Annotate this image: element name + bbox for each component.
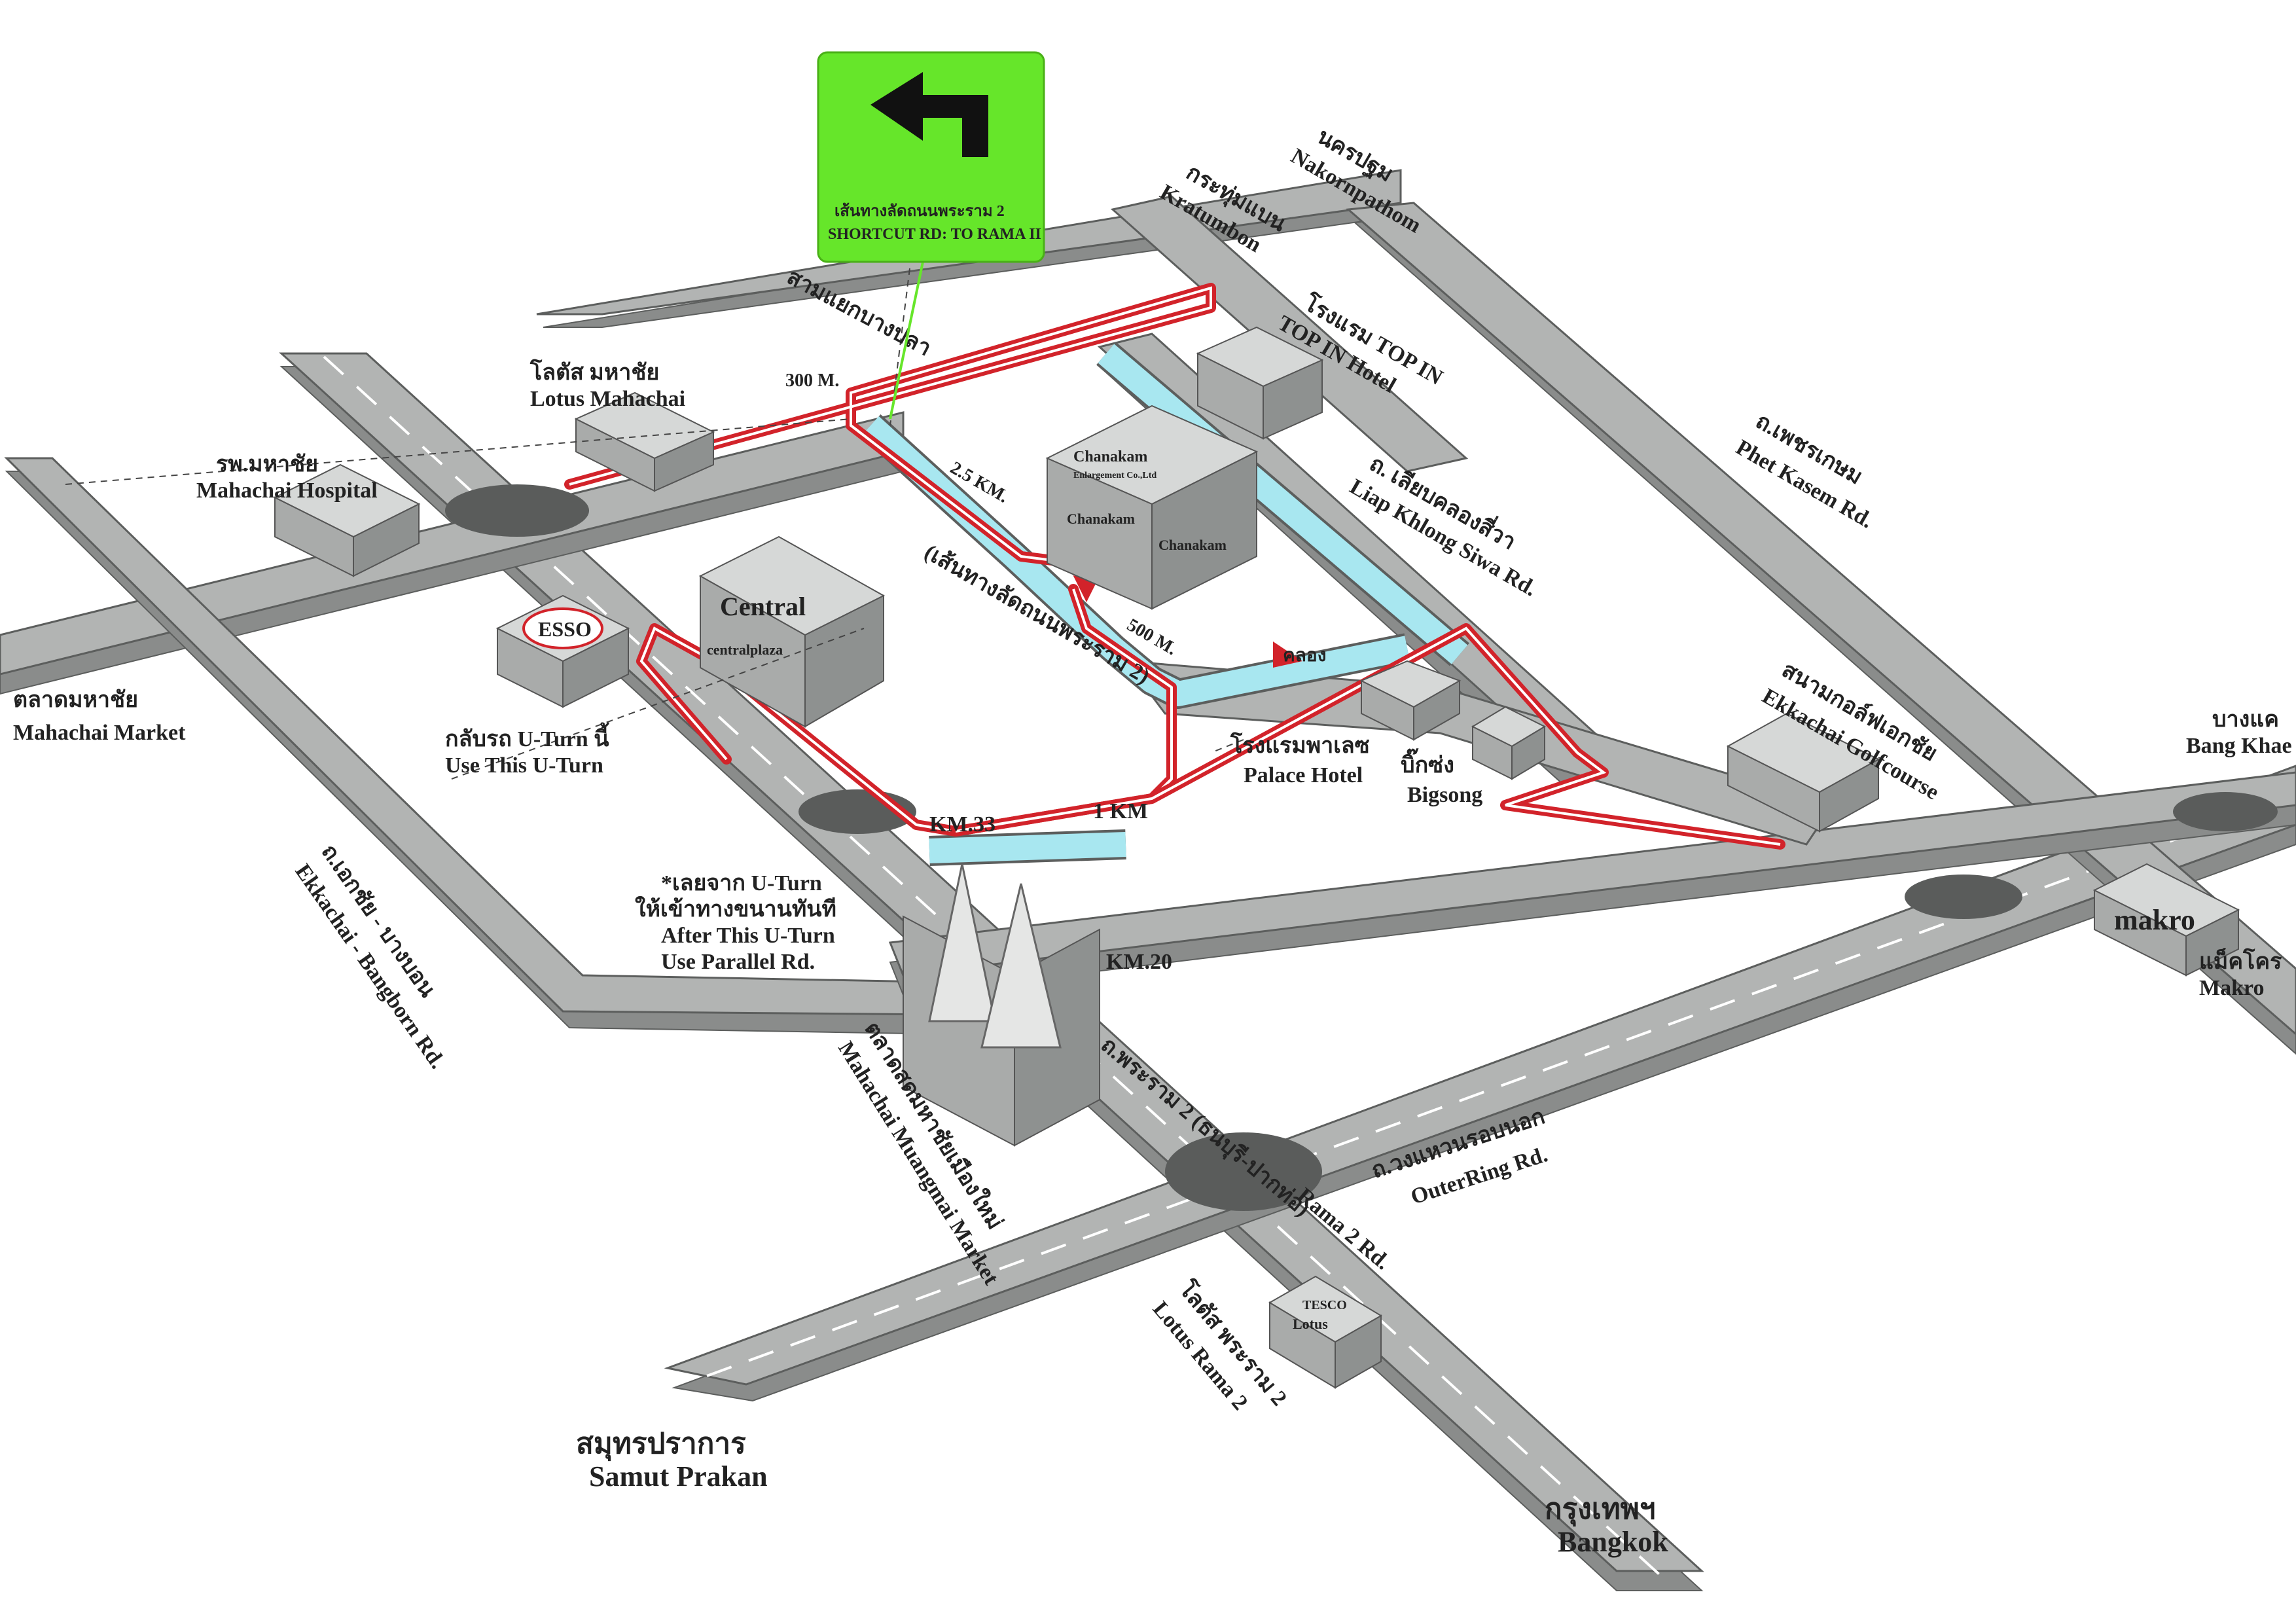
building-bigsong bbox=[1471, 706, 1547, 780]
lotus-mahachai-th: โลตัส มหาชัย bbox=[529, 359, 659, 385]
chanakam-sub: Enlargement Co.,Ltd bbox=[1073, 471, 1157, 480]
sign-text-th: เส้นทางลัดถนนพระราม 2 bbox=[834, 202, 1005, 220]
lotus-logo: Lotus bbox=[1293, 1316, 1328, 1332]
chanakam-label-1: Chanakam bbox=[1073, 448, 1147, 465]
mahachai-hospital-en: Mahachai Hospital bbox=[196, 478, 378, 503]
mahachai-market-en: Mahachai Market bbox=[13, 721, 186, 745]
after-uturn-th-1: *เลยจาก U-Turn bbox=[661, 871, 822, 895]
overpasses bbox=[445, 484, 2278, 1211]
central-logo: Central bbox=[720, 592, 806, 621]
bangkok-en: Bangkok bbox=[1558, 1526, 1668, 1558]
roads bbox=[0, 169, 2296, 1591]
turn-left-arrow-icon bbox=[870, 72, 988, 157]
building-lotus-rama2: TESCO Lotus bbox=[1268, 1275, 1382, 1389]
central-plaza-label: centralplaza bbox=[707, 641, 783, 658]
bigsong-en: Bigsong bbox=[1407, 783, 1482, 807]
after-uturn-en-1: After This U-Turn bbox=[661, 924, 835, 948]
uturn-en: Use This U-Turn bbox=[445, 753, 603, 778]
recommended-route bbox=[564, 283, 1785, 850]
bangkok-th: กรุงเทพฯ bbox=[1545, 1493, 1656, 1527]
samut-prakan-th: สมุทรปราการ bbox=[576, 1428, 746, 1462]
tesco-logo: TESCO bbox=[1302, 1298, 1347, 1312]
building-golf bbox=[1726, 712, 1880, 833]
building-esso: ESSO bbox=[495, 594, 630, 708]
bang-khae-en: Bang Khae bbox=[2186, 734, 2292, 758]
chanakam-label-2: Chanakam bbox=[1067, 511, 1135, 527]
after-uturn-en-2: Use Parallel Rd. bbox=[661, 950, 815, 974]
km20-label: KM.20 bbox=[1106, 950, 1172, 974]
makro-logo: makro bbox=[2114, 904, 2195, 936]
building-chanakam: Chanakam Chanakam Chanakam Enlargement C… bbox=[1045, 405, 1259, 610]
makro-th: แม็คโคร bbox=[2199, 947, 2282, 974]
bang-khae-th: บางแค bbox=[2212, 708, 2279, 732]
building-palace bbox=[1359, 660, 1462, 741]
mahachai-hospital-th: รพ.มหาชัย bbox=[216, 452, 318, 477]
building-moungmai-market bbox=[903, 863, 1100, 1147]
makro-en: Makro bbox=[2199, 976, 2264, 1000]
palace-th: โรงแรมพาเลซ bbox=[1230, 732, 1370, 758]
uturn-th: กลับรถ U-Turn นี้ bbox=[445, 722, 609, 751]
bigsong-th: บิ๊กซ่ง bbox=[1401, 748, 1454, 778]
building-top-in bbox=[1196, 326, 1324, 440]
km33-label: KM.33 bbox=[929, 812, 996, 837]
building-hospital bbox=[273, 463, 421, 577]
km20-road bbox=[888, 771, 2296, 996]
samut-prakan-en: Samut Prakan bbox=[589, 1460, 768, 1492]
palace-en: Palace Hotel bbox=[1244, 763, 1363, 787]
lotus-mahachai-en: Lotus Mahachai bbox=[530, 387, 685, 411]
after-uturn-th-2: ให้เข้าทางขนานทันที bbox=[635, 895, 836, 922]
one-km-label: 1 KM bbox=[1093, 799, 1148, 823]
building-makro: makro bbox=[2092, 863, 2240, 977]
outer-ring-road bbox=[664, 765, 2296, 1402]
shortcut-sign: เส้นทางลัดถนนพระราม 2 SHORTCUT RD: TO RA… bbox=[817, 51, 1045, 420]
esso-logo: ESSO bbox=[538, 617, 592, 641]
building-lotus-mahachai bbox=[574, 391, 715, 492]
distance-300m: 300 M. bbox=[785, 370, 839, 391]
chanakam-label-3: Chanakam bbox=[1158, 537, 1227, 553]
mahachai-market-th: ตลาดมหาชัย bbox=[13, 688, 138, 712]
khlong-label: คลอง bbox=[1283, 645, 1326, 666]
sign-text-en: SHORTCUT RD: TO RAMA II bbox=[828, 226, 1041, 243]
